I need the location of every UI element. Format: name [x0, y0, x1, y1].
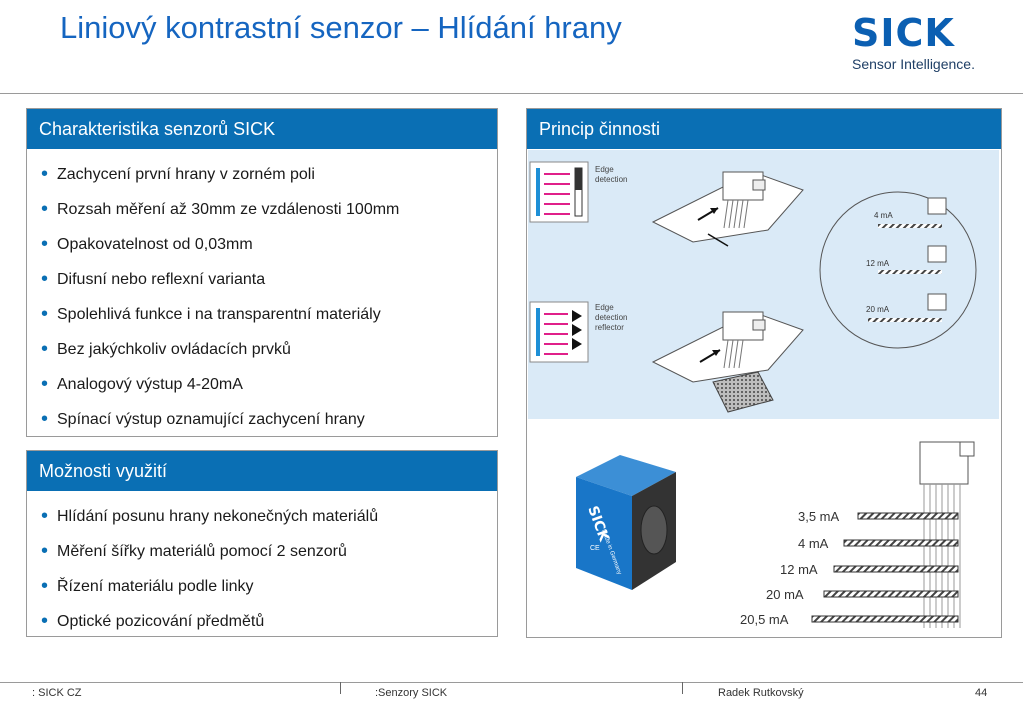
current-label: 3,5 mA	[798, 509, 840, 524]
diagram2-label: reflector	[595, 323, 624, 332]
circle-current-label: 20 mA	[866, 305, 890, 314]
list-item: Optické pozicování předmětů	[41, 604, 497, 639]
list-item: Bez jakýchkoliv ovládacích prvků	[41, 332, 497, 367]
footer-company: : SICK CZ	[32, 687, 82, 699]
slide-title: Liniový kontrastní senzor – Hlídání hran…	[60, 10, 622, 45]
usage-list: Hlídání posunu hrany nekonečných materiá…	[27, 491, 497, 639]
diagram2-label: detection	[595, 313, 627, 322]
footer-author: Radek Rutkovský	[718, 687, 804, 699]
diagram1-label: detection	[595, 175, 627, 184]
footer-separator	[340, 682, 341, 694]
current-label: 12 mA	[780, 562, 818, 577]
list-item: Měření šířky materiálů pomocí 2 senzorů	[41, 534, 497, 569]
list-item: Hlídání posunu hrany nekonečných materiá…	[41, 499, 497, 534]
list-item: Opakovatelnost od 0,03mm	[41, 227, 497, 262]
list-item: Difusní nebo reflexní varianta	[41, 262, 497, 297]
list-item: Analogový výstup 4-20mA	[41, 367, 497, 402]
footer-separator	[682, 682, 683, 694]
principle-diagram: Edge detection 4 mA 12 m	[529, 161, 977, 628]
footer-divider	[0, 682, 1023, 683]
circle-current-label: 4 mA	[874, 211, 893, 220]
list-item: Spínací výstup oznamující zachycení hran…	[41, 402, 497, 437]
list-item: Řízení materiálu podle linky	[41, 569, 497, 604]
edge-detection-reflector-illustration	[651, 311, 804, 413]
diagram1-label: Edge	[595, 165, 614, 174]
footer-topic: :Senzory SICK	[375, 687, 448, 699]
current-detail-circle	[819, 191, 977, 349]
current-label: 20,5 mA	[740, 612, 789, 627]
current-output-diagram	[811, 441, 975, 628]
product-ce-mark: CE	[590, 545, 600, 552]
current-label: 20 mA	[766, 587, 804, 602]
usage-heading: Možnosti využití	[27, 451, 497, 491]
characteristics-heading: Charakteristika senzorů SICK	[27, 109, 497, 149]
current-label: 4 mA	[798, 536, 829, 551]
diagram2-label: Edge	[595, 303, 614, 312]
principle-heading: Princip činnosti	[527, 109, 1001, 149]
edge-detection-illustration	[651, 171, 804, 247]
characteristics-list: Zachycení první hrany v zorném poli Rozs…	[27, 149, 497, 437]
principle-panel: Princip činnosti Edge dete	[526, 108, 1002, 638]
page-number: 44	[975, 687, 988, 699]
usage-panel: Možnosti využití Hlídání posunu hrany ne…	[26, 450, 498, 639]
header-divider	[0, 93, 1023, 94]
edge-detection-reflector-icon	[529, 301, 589, 363]
logo-tagline: Sensor Intelligence.	[852, 56, 975, 72]
circle-current-label: 12 mA	[866, 259, 890, 268]
logo-wordmark: SICK	[852, 11, 955, 55]
sensor-product-image: SICK Made in Germany CE	[576, 455, 676, 590]
characteristics-panel: Charakteristika senzorů SICK Zachycení p…	[26, 108, 498, 437]
edge-detection-icon	[529, 161, 589, 223]
sick-logo: SICK Sensor Intelligence.	[852, 14, 975, 72]
list-item: Zachycení první hrany v zorném poli	[41, 157, 497, 192]
list-item: Rozsah měření až 30mm ze vzdálenosti 100…	[41, 192, 497, 227]
list-item: Spolehlivá funkce i na transparentní mat…	[41, 297, 497, 332]
